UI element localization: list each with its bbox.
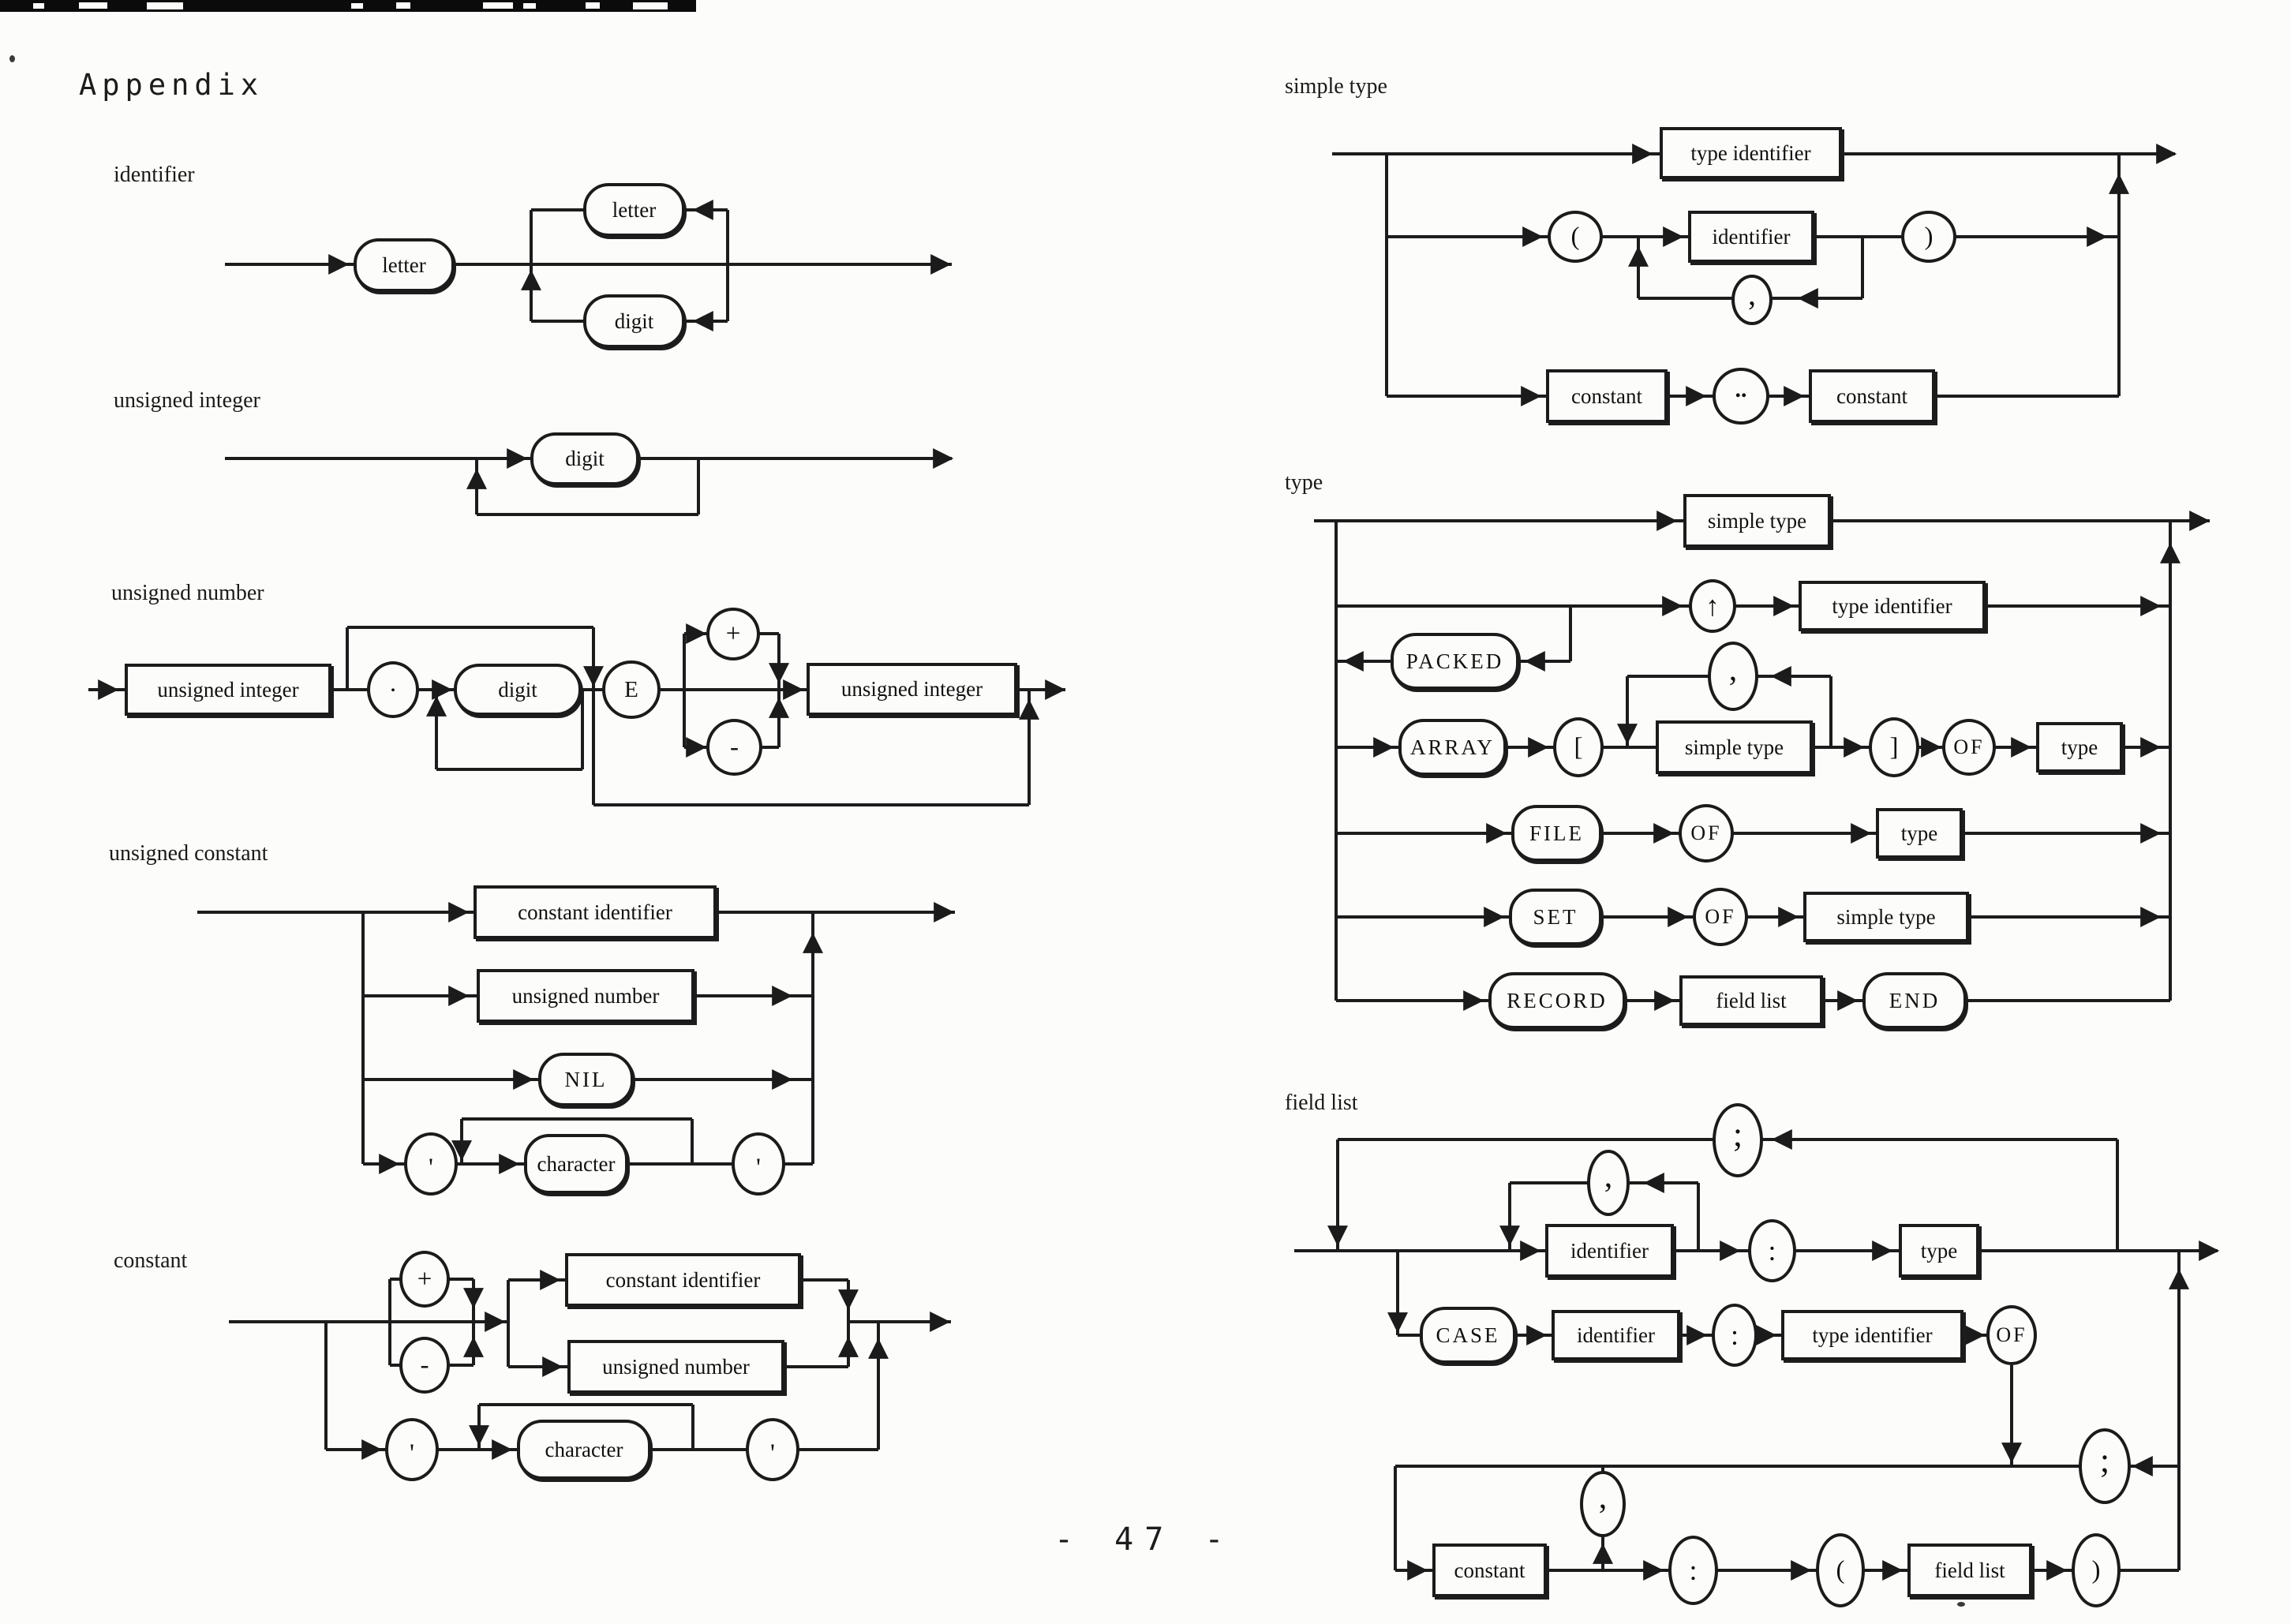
node-unsigned-constant-quote-open: ' <box>429 1153 433 1182</box>
node-field-list-variant-semicolon: ; <box>2099 1440 2110 1480</box>
node-type-file: FILE <box>1511 805 1602 862</box>
node-simple-type-paren-open: ( <box>1548 211 1603 263</box>
node-constant-ci: constant identifier <box>565 1253 801 1307</box>
node-constant-minus: - <box>399 1337 450 1394</box>
section-title-type: type <box>1285 470 1323 495</box>
node-identifier-letter-loop: letter <box>583 183 685 237</box>
node-field-list-semicolon: ; <box>1732 1114 1743 1154</box>
node-simple-type-constant1: constant <box>1546 369 1668 423</box>
node-unsigned-number-digit: digit <box>454 664 582 716</box>
node-type-of-array: OF <box>1942 719 1996 776</box>
node-field-list-variant-comma: , <box>1598 1480 1608 1516</box>
page-number: - 47 - <box>1054 1521 1235 1558</box>
node-type-index-simple-type: simple type <box>1656 720 1813 774</box>
strip-notch <box>483 2 513 9</box>
section-title-unsigned-integer: unsigned integer <box>114 388 260 413</box>
node-unsigned-constant-ci: constant identifier <box>474 885 717 939</box>
node-field-list-colon: : <box>1748 1219 1796 1282</box>
node-simple-type-paren-close: ) <box>1901 211 1956 263</box>
node-type-set-simple-type: simple type <box>1803 892 1969 942</box>
node-simple-type-dotdot: .. <box>1735 376 1747 402</box>
node-type-field-list: field list <box>1679 975 1823 1026</box>
page-title: Appendix <box>79 68 264 102</box>
node-constant-un: unsigned number <box>567 1340 784 1394</box>
section-title-constant: constant <box>114 1248 188 1273</box>
node-type-record: RECORD <box>1488 972 1626 1029</box>
scan-speck <box>1957 1602 1965 1607</box>
node-field-list-paren-close: ) <box>2072 1533 2121 1607</box>
scan-speck <box>9 55 15 62</box>
section-title-unsigned-constant: unsigned constant <box>109 841 268 866</box>
strip-notch <box>586 2 600 9</box>
node-simple-type-identifier: identifier <box>1688 211 1814 263</box>
node-field-list-paren-open: ( <box>1816 1533 1865 1607</box>
node-type-type-identifier: type identifier <box>1799 581 1986 631</box>
node-field-list-comma: , <box>1604 1158 1613 1195</box>
node-field-list-case-colon: : <box>1712 1304 1758 1367</box>
node-field-list-constant: constant <box>1432 1544 1547 1597</box>
node-type-array-type: type <box>2036 722 2123 773</box>
node-field-list-identifier: identifier <box>1545 1224 1674 1278</box>
node-simple-type-constant2: constant <box>1809 369 1935 423</box>
node-type-bracket-close: ] <box>1869 717 1919 777</box>
node-unsigned-number-e: E <box>602 660 661 719</box>
strip-notch <box>523 3 536 9</box>
section-title-unsigned-number: unsigned number <box>111 581 264 605</box>
node-field-list-inner-field-list: field list <box>1907 1544 2032 1597</box>
node-field-list-variant-colon: : <box>1668 1536 1718 1605</box>
node-constant-plus: + <box>399 1251 450 1308</box>
node-type-of-file: OF <box>1679 804 1734 863</box>
node-field-list-case-type-identifier: type identifier <box>1781 1310 1963 1360</box>
node-unsigned-constant-character: character <box>524 1134 628 1194</box>
node-constant-quote-close: ' <box>770 1439 775 1468</box>
node-simple-type-ti: type identifier <box>1660 127 1842 179</box>
node-type-simple-type: simple type <box>1683 494 1831 548</box>
node-unsigned-integer-digit: digit <box>530 432 639 485</box>
node-type-end: END <box>1862 972 1967 1029</box>
node-field-list-type: type <box>1899 1224 1979 1278</box>
node-type-file-type: type <box>1876 808 1963 859</box>
strip-notch <box>147 2 183 9</box>
node-unsigned-constant-un: unsigned number <box>477 969 694 1023</box>
strip-notch <box>79 2 107 9</box>
section-title-identifier: identifier <box>114 163 195 187</box>
node-constant-quote-open: ' <box>410 1439 414 1468</box>
node-unsigned-constant-nil: NIL <box>538 1053 634 1106</box>
node-unsigned-number-dot: . <box>389 668 397 698</box>
node-type-comma: , <box>1728 652 1738 688</box>
node-simple-type-comma: , <box>1748 275 1756 312</box>
node-constant-character: character <box>517 1420 651 1480</box>
node-type-pointer: ↑ <box>1689 579 1736 633</box>
node-unsigned-number-minus: - <box>706 719 762 776</box>
node-unsigned-number-plus: + <box>706 608 760 660</box>
node-type-of-set: OF <box>1693 888 1748 946</box>
strip-notch <box>396 2 410 9</box>
strip-notch <box>33 3 44 9</box>
node-field-list-case-identifier: identifier <box>1552 1310 1680 1360</box>
node-type-set: SET <box>1509 889 1602 945</box>
node-unsigned-number-ui2: unsigned integer <box>807 663 1017 716</box>
node-type-packed: PACKED <box>1391 633 1519 690</box>
section-title-field-list: field list <box>1285 1091 1358 1115</box>
node-unsigned-constant-quote-close: ' <box>756 1153 761 1182</box>
node-unsigned-number-ui1: unsigned integer <box>125 664 331 716</box>
node-field-list-case: CASE <box>1420 1307 1516 1364</box>
section-title-simple-type: simple type <box>1285 74 1387 99</box>
strip-notch <box>633 2 668 9</box>
node-identifier-letter: letter <box>354 238 455 292</box>
node-identifier-digit-loop: digit <box>583 294 685 348</box>
diagram-arrowheads <box>96 144 2220 1581</box>
node-field-list-of: OF <box>1986 1305 2037 1365</box>
strip-notch <box>351 3 363 9</box>
node-type-bracket-open: [ <box>1553 717 1604 777</box>
node-type-array: ARRAY <box>1398 719 1507 776</box>
